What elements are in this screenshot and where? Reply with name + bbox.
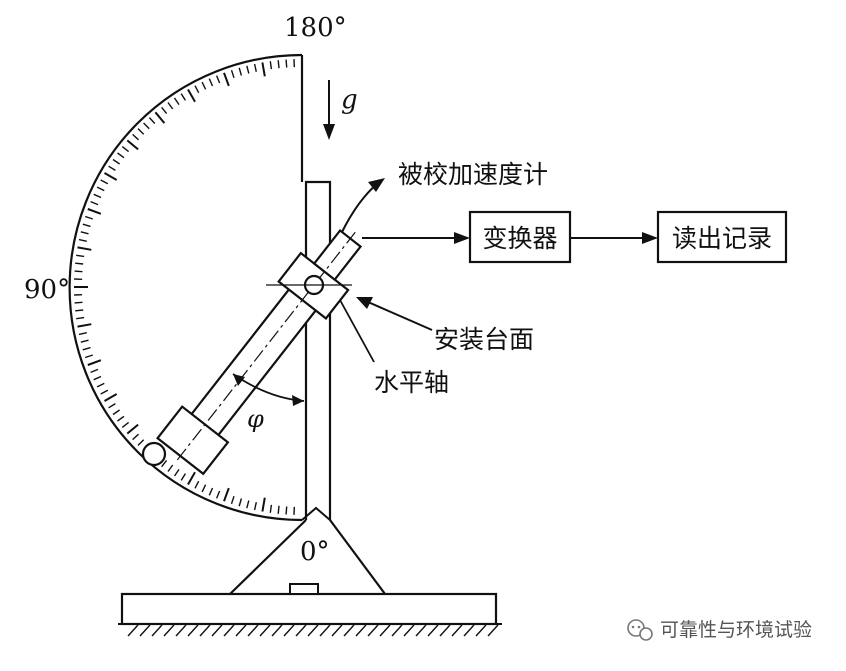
hatch-line (272, 625, 282, 636)
protractor-tick (75, 271, 83, 272)
wechat-icon (628, 620, 652, 640)
protractor-tick (75, 302, 83, 303)
base (118, 584, 502, 636)
hatch-line (140, 625, 150, 636)
arm-end-hub (143, 443, 165, 465)
readout-label: 读出记录 (672, 224, 772, 253)
hatch-line (416, 625, 426, 636)
signal-chain: 变换器 读出记录 (362, 212, 786, 262)
protractor-tick (278, 60, 279, 68)
gravity-arrowhead (323, 124, 335, 140)
hatch-line (308, 625, 318, 636)
hatch-line (248, 625, 258, 636)
protractor-tick (278, 506, 279, 514)
hatch-line (152, 625, 162, 636)
scale-label-180: 180° (284, 13, 347, 43)
hatch-line (320, 625, 330, 636)
hatch-line (188, 625, 198, 636)
protractor-tick (286, 507, 287, 515)
protractor-tick (286, 60, 287, 68)
signal-arrow-1 (454, 232, 470, 244)
scale-label-90: 90° (24, 275, 70, 305)
hatch-line (488, 625, 498, 636)
horizontal-axis-label: 水平轴 (374, 368, 449, 397)
accelerometer-label: 被校加速度计 (398, 160, 548, 189)
converter-label: 变换器 (482, 224, 557, 253)
protractor-tick (75, 310, 83, 311)
gravity-arrow: g (323, 80, 358, 140)
hatch-line (176, 625, 186, 636)
gravity-label: g (341, 85, 358, 115)
hatch-line (236, 625, 246, 636)
watermark-text: 可靠性与环境试验 (660, 619, 812, 641)
hatch-line (368, 625, 378, 636)
base-plate (122, 594, 496, 624)
hatch-line (200, 625, 210, 636)
watermark: 可靠性与环境试验 (628, 619, 812, 641)
hatch-line (344, 625, 354, 636)
stand-column (306, 182, 330, 520)
hatch-line (296, 625, 306, 636)
hatch-line (128, 625, 138, 636)
hatch-line (380, 625, 390, 636)
hatch-line (440, 625, 450, 636)
protractor-tick (75, 263, 83, 264)
hatch-line (332, 625, 342, 636)
signal-arrow-2 (642, 232, 658, 244)
scale-label-0: 0° (300, 537, 330, 567)
hatch-line (356, 625, 366, 636)
angle-label: φ (247, 405, 264, 433)
hatch-line (428, 625, 438, 636)
hatch-line (452, 625, 462, 636)
hatch-line (212, 625, 222, 636)
hatch-line (284, 625, 294, 636)
base-knob (290, 584, 318, 594)
hatch-line (392, 625, 402, 636)
hatch-line (404, 625, 414, 636)
mounting-surface-label: 安装台面 (434, 325, 534, 354)
hatch-line (464, 625, 474, 636)
hatch-line (224, 625, 234, 636)
hatch-line (164, 625, 174, 636)
ground-hatching (128, 625, 498, 636)
hatch-line (260, 625, 270, 636)
hatch-line (476, 625, 486, 636)
mounting-surface-pointer: 安装台面 (356, 297, 534, 354)
